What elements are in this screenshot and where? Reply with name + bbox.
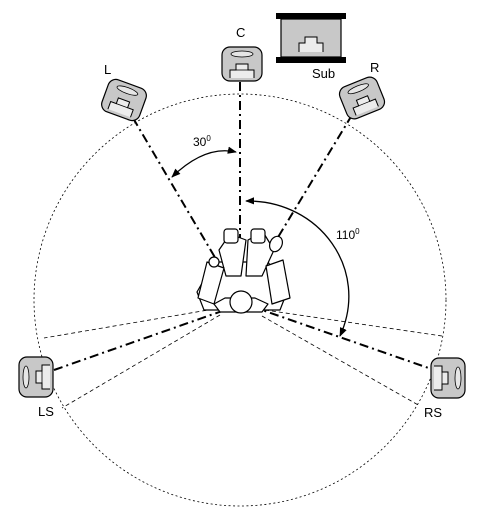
speaker-center	[221, 46, 263, 82]
angle-arc-30	[171, 146, 237, 178]
speaker-right-surround	[430, 357, 466, 399]
angle-label-front: 300	[193, 134, 211, 149]
label-left-surround: LS	[38, 404, 54, 419]
label-right: R	[370, 60, 379, 75]
speaker-left	[98, 76, 150, 124]
surround-guide-lines	[43, 307, 443, 409]
speaker-axes	[53, 82, 441, 373]
axis-right-surround	[261, 309, 441, 373]
axis-left-surround	[53, 309, 226, 371]
subwoofer	[276, 13, 346, 63]
label-right-surround: RS	[424, 405, 442, 420]
listener-chair	[196, 228, 291, 314]
angle-label-surround: 1100	[336, 227, 360, 242]
listening-circle	[33, 93, 447, 507]
speaker-left-surround	[18, 356, 54, 398]
label-center: C	[236, 25, 245, 40]
label-subwoofer: Sub	[312, 66, 335, 81]
speaker-right	[336, 74, 388, 122]
label-left: L	[104, 62, 111, 77]
angle-arc-110	[245, 197, 350, 337]
